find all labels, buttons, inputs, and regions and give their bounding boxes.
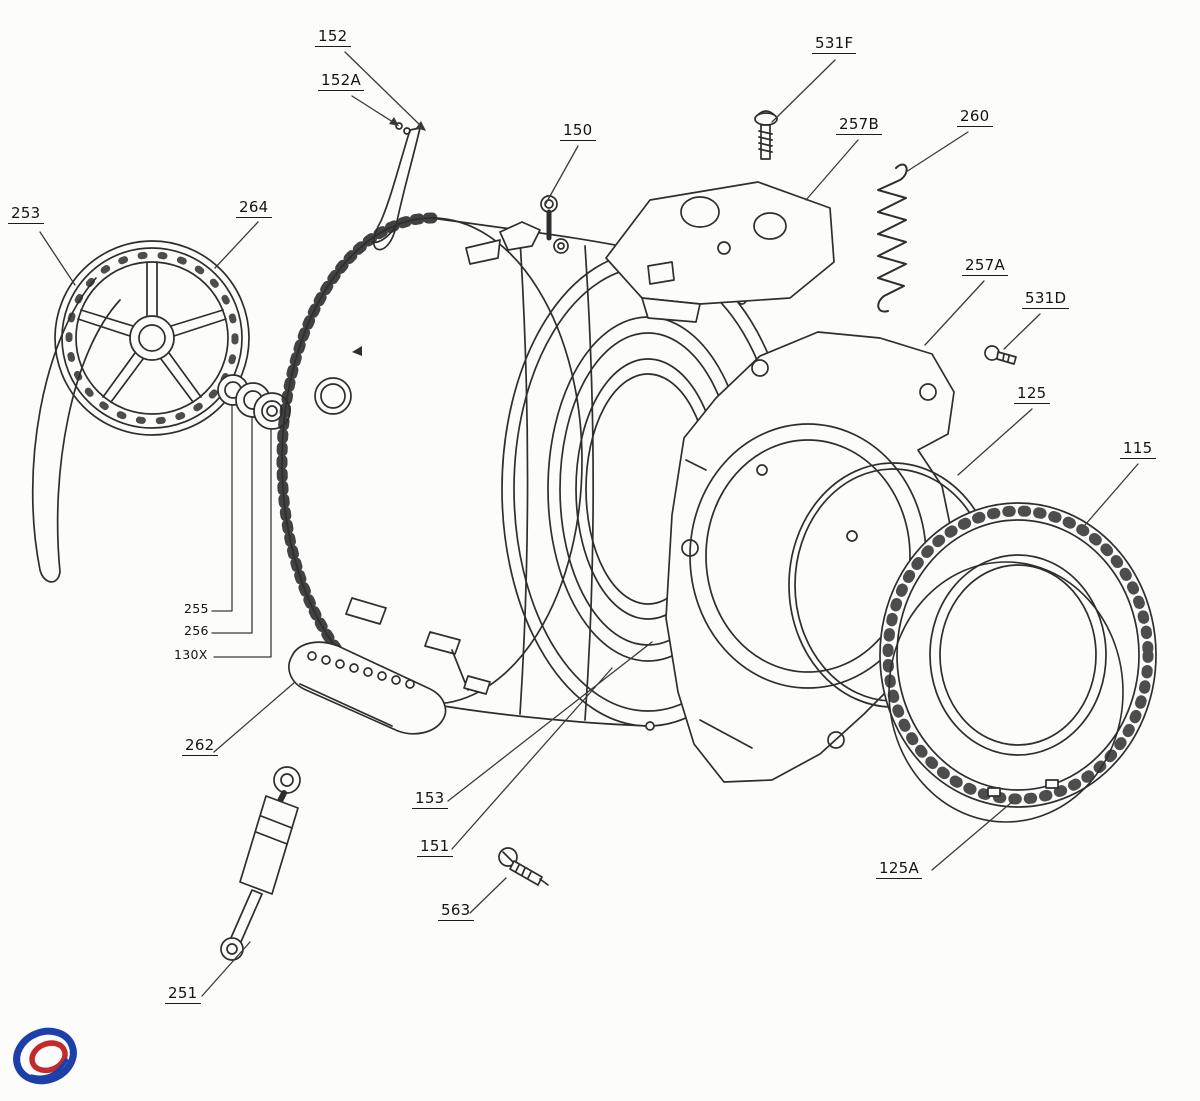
clamp-ring (888, 561, 1124, 823)
part-label-253: 253 (8, 204, 44, 225)
leader-lines (39, 51, 1139, 997)
part-label-255: 255 (184, 601, 209, 616)
door-seal (879, 502, 1157, 808)
top-fitting (465, 195, 569, 265)
part-label-152A: 152A (318, 71, 365, 92)
screw-531F (754, 110, 778, 160)
part-label-262: 262 (182, 736, 218, 757)
top-bracket-hose (371, 122, 421, 251)
part-label-251: 251 (165, 984, 201, 1005)
part-label-256: 256 (184, 623, 209, 638)
part-label-531D: 531D (1022, 289, 1070, 310)
part-label-152: 152 (315, 27, 351, 48)
part-label-563: 563 (438, 901, 474, 922)
drive-belt (31, 277, 121, 583)
part-label-153: 153 (412, 789, 448, 810)
part-label-125A: 125A (876, 859, 923, 880)
part-label-257A: 257A (962, 256, 1009, 277)
part-label-264: 264 (236, 198, 272, 219)
pulley-wheel (54, 240, 250, 436)
screw-563 (498, 847, 549, 886)
brand-logo (13, 1027, 77, 1085)
part-label-125: 125 (1014, 384, 1050, 405)
part-label-151: 151 (417, 837, 453, 858)
top-counterweight-plate (605, 181, 835, 323)
shock-absorber (220, 766, 301, 961)
part-label-150: 150 (560, 121, 596, 142)
part-label-531F: 531F (812, 34, 857, 55)
part-label-130X: 130X (174, 647, 208, 662)
suspension-spring (877, 163, 908, 313)
screw-531D (984, 345, 1017, 365)
part-label-115: 115 (1120, 439, 1156, 460)
part-label-260: 260 (957, 107, 993, 128)
counterweight-block (288, 641, 447, 735)
part-label-257B: 257B (836, 115, 883, 136)
